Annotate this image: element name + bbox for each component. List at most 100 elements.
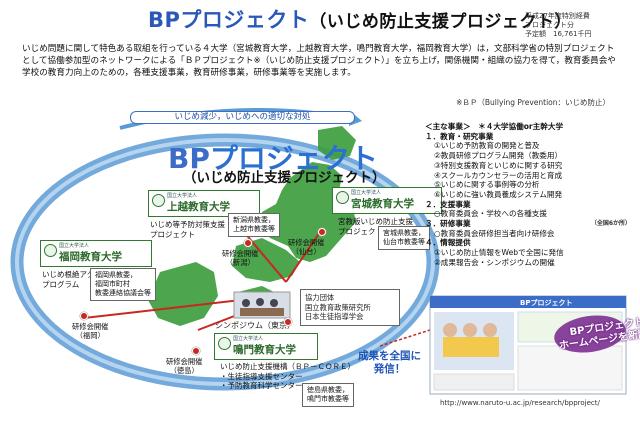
event-line: 研修会開催 xyxy=(72,322,109,331)
university-type: 国立大学法人 xyxy=(59,243,90,249)
spread-results: 成果を全国に 発信！ xyxy=(358,350,421,376)
spread-line: 成果を全国に xyxy=(358,350,421,362)
activity-line: プログラム xyxy=(42,280,80,289)
edu-board-line: 徳島県教委， xyxy=(307,386,349,394)
edu-board-line: 福岡市町村 xyxy=(95,280,130,288)
event-niigata: 研修会開催 （新潟） xyxy=(222,239,258,267)
activity-line: いじめ根絶アクション xyxy=(42,270,117,279)
work-item-text: ②成果報告会・シンポジウムの開催 xyxy=(434,257,555,267)
work-item-text: ２．支援事業 xyxy=(425,199,471,209)
coop-title: 協力団体 xyxy=(305,293,335,302)
budget-line: 平成27年度特別経費 xyxy=(525,12,590,20)
main-work-heading: ＜主な事業＞ ＊４大学協働or主幹大学 xyxy=(425,122,564,131)
work-item: ②成果報告会・シンポジウムの開催 xyxy=(425,258,637,268)
budget-line: プロジェクト分 xyxy=(525,21,574,29)
event-line: （新潟） xyxy=(225,258,255,267)
intro-text: いじめ問題に関して特色ある取組を行っている４大学（宮城教育大学，上越教育大学，鳴… xyxy=(22,44,616,79)
university-name: 上越教育大学 xyxy=(167,201,230,213)
work-item-text: ②教員研修プログラム開発（教委用） xyxy=(434,151,563,161)
work-item: ①いじめ防止情報をWebで全国に発信 xyxy=(425,248,637,258)
activity-line: いじめ防止支援機構（ＢＰ－ＣＯＲＥ） xyxy=(220,362,355,371)
symposium-label: シンポジウム（東京） xyxy=(215,321,295,330)
work-item-text: ⑥いじめに強い教員養成システム開発 xyxy=(434,189,563,199)
title-bp: BP xyxy=(148,8,181,32)
university-logo-icon xyxy=(218,337,231,350)
title-sub: （いじめ防止支援プロジェクト） xyxy=(309,12,572,32)
university-type: 国立大学法人 xyxy=(167,193,198,199)
coop-org: 日本生徒指導学会 xyxy=(305,312,364,321)
location-marker-icon xyxy=(284,318,292,326)
work-item: ○教育委員会研修担当者向け研修会 xyxy=(425,229,637,239)
diagram-title-main: プロジェクト xyxy=(209,142,378,175)
fukuoka-university: 国立大学法人 福岡教育大学 いじめ根絶アクション プログラム xyxy=(40,240,152,290)
edu-board-line: 福岡県教委， xyxy=(95,271,137,279)
work-item-text: ○教育委員会研修担当者向け研修会 xyxy=(434,228,555,238)
diagram-title: BPプロジェクト xyxy=(168,137,378,177)
homepage-url-link[interactable]: http://www.naruto-u.ac.jp/research/bppro… xyxy=(440,399,600,407)
event-fukuoka: 研修会開催 （福岡） xyxy=(72,312,109,340)
homepage-site-title: BPプロジェクト xyxy=(520,299,573,307)
work-item: ２．支援事業 xyxy=(425,200,637,210)
work-item-note: （全国6か所） xyxy=(590,220,631,228)
joetsu-university: 国立大学法人 上越教育大学 いじめ等予防対策支援 プロジェクト xyxy=(148,190,260,240)
fukuoka-edu-board: 福岡県教委， 福岡市町村 教委連絡協議会等 xyxy=(90,268,156,301)
edu-board-line: 鳴門市教委等 xyxy=(307,395,349,403)
spread-line: 発信！ xyxy=(373,363,406,375)
university-logo-icon xyxy=(336,191,349,204)
work-item: ○教育委員会・学校への各種支援 xyxy=(425,209,637,219)
diagram-subtitle: （いじめ防止支援プロジェクト） xyxy=(183,170,386,186)
budget-line: 予定額 16,761千円 xyxy=(525,30,592,38)
location-marker-icon xyxy=(192,347,200,355)
edu-board-line: 仙台市教委等 xyxy=(383,238,425,246)
joetsu-name-box: 国立大学法人 上越教育大学 xyxy=(148,190,260,217)
university-name: 宮城教育大学 xyxy=(351,198,414,210)
work-item-text: １．教育・研究事業 xyxy=(425,131,494,141)
event-line: 研修会開催 xyxy=(288,238,325,247)
miyagi-activity: 宮教版いじめ防止支援 プロジェクト xyxy=(332,217,442,237)
event-line: （福岡） xyxy=(75,331,105,340)
university-name: 福岡教育大学 xyxy=(59,251,122,263)
fukuoka-name-box: 国立大学法人 福岡教育大学 xyxy=(40,240,152,267)
work-item-text: ④スクールカウンセラーの活用と育成 xyxy=(434,170,563,180)
work-item: ⑤いじめに関する事例等の分析 xyxy=(425,180,637,190)
fukuoka-activity: いじめ根絶アクション プログラム xyxy=(40,270,152,290)
work-item: ②教員研修プログラム開発（教委用） xyxy=(425,151,637,161)
bp-definition-note: ※ＢＰ（Bullying Prevention：いじめ防止） xyxy=(456,98,610,107)
goal-banner: いじめ減少，いじめへの適切な対処 xyxy=(130,111,355,124)
joetsu-activity: いじめ等予防対策支援 プロジェクト xyxy=(148,220,260,240)
activity-line: いじめ等予防対策支援 xyxy=(150,220,225,229)
edu-board-line: 宮城県教委， xyxy=(383,229,425,237)
activity-line: 宮教版いじめ防止支援 xyxy=(338,217,413,226)
edu-board-line: 上越市教委等 xyxy=(233,225,275,233)
callout-bubble xyxy=(554,315,626,353)
miyagi-name-box: 国立大学法人 宮城教育大学 xyxy=(332,187,442,214)
edu-board-line: 教委連絡協議会等 xyxy=(95,289,151,297)
miyagi-edu-board: 宮城県教委， 仙台市教委等 xyxy=(378,226,430,250)
university-type: 国立大学法人 xyxy=(351,190,382,196)
location-marker-icon xyxy=(244,239,252,247)
work-item-text: ①いじめ防止情報をWebで全国に発信 xyxy=(434,248,564,258)
activity-line: プロジェクト xyxy=(150,230,195,239)
work-item: ①いじめ予防教育の開発と普及 xyxy=(425,141,637,151)
page-title: BPプロジェクト（いじめ防止支援プロジェクト） xyxy=(148,4,572,34)
activity-line: ・生徒指導支援センター xyxy=(220,371,303,381)
miyagi-university: 国立大学法人 宮城教育大学 宮教版いじめ防止支援 プロジェクト xyxy=(332,187,442,237)
edu-board-line: 新潟県教委， xyxy=(233,216,275,224)
activity-line: ・予防教育科学センター xyxy=(220,381,303,390)
location-marker-icon xyxy=(80,312,88,320)
naruto-university: 国立大学法人 鳴門教育大学 いじめ防止支援機構（ＢＰ－ＣＯＲＥ） ・生徒指導支援… xyxy=(214,333,355,391)
event-sendai: 研修会開催 （仙台） xyxy=(288,228,326,256)
japan-map xyxy=(148,126,356,326)
work-item-text: ①いじめ予防教育の開発と普及 xyxy=(434,141,540,151)
work-item-text: ３．研修事業 xyxy=(425,219,471,229)
work-item-text: ⑤いじめに関する事例等の分析 xyxy=(434,180,540,190)
university-name: 鳴門教育大学 xyxy=(233,344,296,356)
event-line: （仙台） xyxy=(291,247,321,256)
event-line: （徳島） xyxy=(169,366,199,375)
work-item: １．教育・研究事業 xyxy=(425,132,637,142)
tokushima-edu-board: 徳島県教委， 鳴門市教委等 xyxy=(302,383,354,407)
work-item-text: ○教育委員会・学校への各種支援 xyxy=(434,209,547,219)
